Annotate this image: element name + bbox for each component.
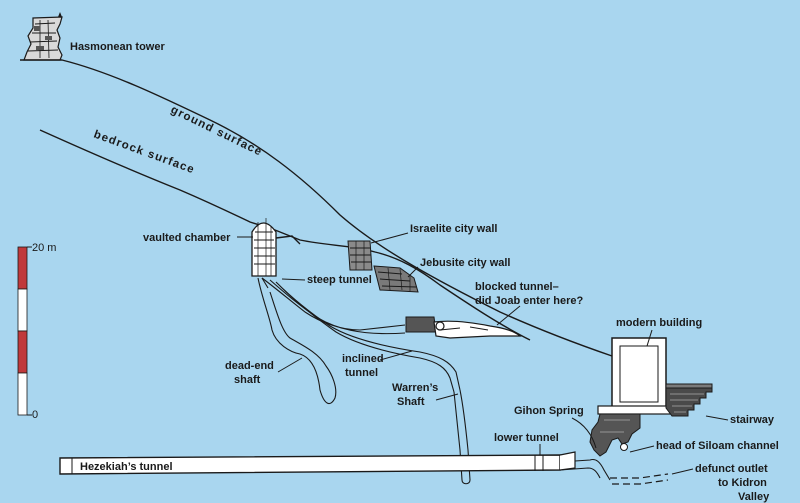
israelite-city-wall: [347, 240, 373, 271]
vaulted-chamber: [251, 218, 301, 277]
leader-gihon-spring: [571, 417, 597, 449]
scale-top-label: 20 m: [32, 242, 56, 254]
label-jebusite-city-wall: Jebusite city wall: [420, 257, 510, 269]
label-lower-tunnel: lower tunnel: [494, 432, 559, 444]
leader-jebusite-city-wall: [407, 266, 419, 278]
label-blocked-tunnel-1: blocked tunnel–: [475, 281, 559, 293]
gihon-spring: [589, 413, 641, 457]
label-hezekiahs-tunnel: Hezekiah’s tunnel: [80, 461, 173, 473]
scale-bar: [17, 246, 32, 416]
leader-defunct-outlet: [671, 468, 694, 475]
inclined-tunnel: [275, 281, 461, 393]
label-defunct-outlet-2: to Kidron: [718, 477, 767, 489]
label-dead-end-shaft-1: dead-end: [225, 360, 274, 372]
label-gihon-spring: Gihon Spring: [514, 405, 584, 417]
scale-bottom-label: 0: [32, 409, 38, 421]
leader-head-of-siloam-channel: [629, 445, 655, 453]
label-defunct-outlet-1: defunct outlet: [695, 463, 768, 475]
bedrock-surface-line: [39, 129, 531, 341]
label-hasmonean-tower: Hasmonean tower: [70, 41, 165, 53]
jebusite-city-wall: [373, 265, 419, 293]
blocked-tunnel: [405, 316, 522, 339]
scale-bar-segment: [17, 246, 28, 290]
label-steep-tunnel: steep tunnel: [307, 274, 372, 286]
label-inclined-tunnel-2: tunnel: [345, 367, 378, 379]
leader-steep-tunnel: [281, 278, 306, 281]
label-bedrock-surface: bedrock surface: [92, 129, 197, 177]
dead-end-shaft: [257, 277, 337, 405]
ground-surface-line: [20, 59, 613, 357]
leader-stairway: [705, 415, 729, 421]
label-israelite-city-wall: Israelite city wall: [410, 223, 497, 235]
label-stairway: stairway: [730, 414, 775, 426]
scale-bar-segment: [17, 330, 28, 374]
warrens-shaft: [453, 389, 471, 485]
label-blocked-tunnel-2: did Joab enter here?: [475, 295, 583, 307]
label-ground-surface: ground surface: [169, 104, 265, 159]
defunct-outlet: [610, 473, 669, 485]
hezekiahs-tunnel: [59, 451, 576, 475]
label-warrens-shaft-1: Warren’s: [392, 382, 438, 394]
lower-tunnel: [559, 458, 611, 481]
leader-warrens-shaft: [435, 393, 459, 401]
leader-israelite-city-wall: [370, 232, 409, 244]
stairway: [665, 383, 713, 417]
leader-dead-end-shaft: [277, 357, 303, 373]
scale-bar-segment: [17, 372, 28, 416]
leader-modern-building: [646, 329, 653, 347]
leader-blocked-tunnel: [496, 305, 521, 326]
label-vaulted-chamber: vaulted chamber: [143, 232, 231, 244]
label-defunct-outlet-3: Valley: [738, 491, 770, 503]
label-dead-end-shaft-2: shaft: [234, 374, 261, 386]
hasmonean-tower: [23, 12, 63, 61]
label-inclined-tunnel-1: inclined: [342, 353, 384, 365]
scale-bar-segment: [17, 288, 28, 332]
leader-inclined-tunnel: [379, 350, 413, 361]
label-head-of-siloam-channel: head of Siloam channel: [656, 440, 779, 452]
label-warrens-shaft-2: Shaft: [397, 396, 425, 408]
modern-building: [597, 337, 673, 415]
label-modern-building: modern building: [616, 317, 702, 329]
